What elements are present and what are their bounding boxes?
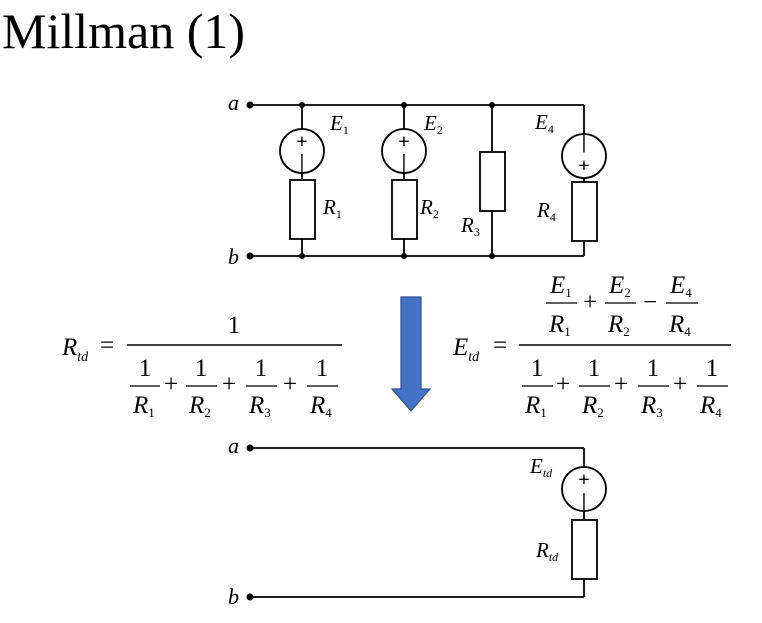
page-title: Millman (1) [2, 3, 246, 59]
label-r2: R2 [419, 195, 439, 221]
label-etd: Etd [529, 454, 553, 480]
label-r1: R1 [322, 195, 342, 221]
svg-text:E1: E1 [549, 272, 572, 300]
svg-text:+: + [283, 371, 297, 398]
label-r4: R4 [536, 198, 556, 224]
svg-text:R3: R3 [640, 392, 663, 420]
voltage-source-e4 [561, 133, 607, 179]
formula-etd: Etd = E1 R1 + E2 R2 − E4 R4 1 R1 + 1 R2 … [452, 272, 731, 420]
svg-text:1: 1 [316, 355, 329, 382]
transform-arrow [390, 296, 432, 412]
svg-text:=: = [100, 332, 114, 359]
svg-text:1: 1 [195, 355, 208, 382]
voltage-source-e1 [279, 128, 325, 174]
svg-text:R4: R4 [668, 311, 691, 339]
svg-text:+: + [614, 371, 628, 398]
label-e1: E1 [329, 111, 349, 137]
svg-text:R2: R2 [188, 392, 211, 420]
resistor-rtd [571, 519, 598, 580]
svg-text:+: + [398, 131, 409, 153]
svg-text:|: | [582, 490, 586, 512]
svg-text:+: + [296, 131, 307, 153]
node-label-b: b [228, 244, 239, 269]
voltage-source-e2 [381, 128, 427, 174]
svg-text:1: 1 [588, 355, 601, 382]
svg-text:+: + [164, 371, 178, 398]
svg-text:1: 1 [531, 355, 544, 382]
node-label-a-equivalent: a [228, 433, 239, 458]
formula-rtd: Rtd = 1 1 R1 + 1 R2 + 1 R3 + 1 R4 [61, 312, 342, 420]
svg-text:R2: R2 [581, 392, 604, 420]
svg-text:1: 1 [139, 355, 152, 382]
node-label-b-equivalent: b [228, 584, 239, 609]
junction-dots [246, 101, 495, 601]
svg-text:|: | [582, 131, 586, 153]
svg-text:|: | [402, 151, 406, 173]
svg-text:R1: R1 [548, 311, 571, 339]
svg-text:+: + [578, 155, 589, 177]
svg-text:R3: R3 [248, 392, 271, 420]
svg-text:R1: R1 [132, 392, 155, 420]
voltage-source-etd [561, 466, 607, 512]
svg-text:+: + [583, 289, 597, 316]
label-r3: R3 [460, 213, 480, 239]
node-label-a: a [228, 90, 239, 115]
svg-text:R2: R2 [607, 311, 630, 339]
svg-text:R4: R4 [699, 392, 722, 420]
svg-text:=: = [493, 332, 507, 359]
svg-text:E4: E4 [669, 272, 692, 300]
label-rtd: Rtd [535, 538, 559, 564]
svg-text:+: + [578, 469, 589, 491]
resistor-r3 [479, 151, 506, 212]
svg-text:+: + [556, 371, 570, 398]
svg-text:1: 1 [228, 312, 241, 339]
svg-text:1: 1 [255, 355, 268, 382]
svg-text:−: − [643, 289, 657, 316]
resistor-r4 [571, 181, 598, 242]
svg-text:Etd: Etd [452, 334, 480, 365]
svg-text:R4: R4 [309, 392, 332, 420]
svg-text:R1: R1 [524, 392, 547, 420]
svg-text:+: + [222, 371, 236, 398]
svg-text:Rtd: Rtd [61, 334, 89, 365]
svg-text:+: + [673, 371, 687, 398]
label-e2: E2 [423, 111, 443, 137]
svg-text:1: 1 [706, 355, 719, 382]
svg-text:E2: E2 [608, 272, 631, 300]
svg-text:|: | [300, 151, 304, 173]
svg-text:1: 1 [647, 355, 660, 382]
resistor-r1 [289, 179, 316, 240]
resistor-r2 [391, 179, 418, 240]
label-e4: E4 [534, 110, 554, 136]
